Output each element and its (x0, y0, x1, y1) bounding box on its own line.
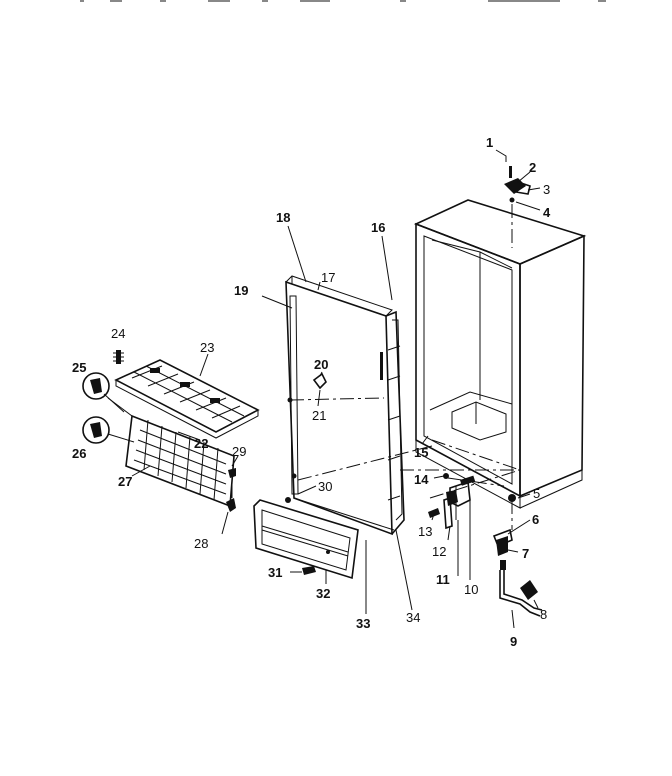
callout-25: 25 (72, 360, 86, 375)
kick-plate (253, 499, 359, 580)
callout-20: 20 (314, 357, 328, 372)
callout-19: 19 (234, 283, 248, 298)
callout-27: 27 (118, 474, 132, 489)
callout-6: 6 (532, 512, 539, 527)
callout-13: 13 (418, 524, 432, 539)
alignment-lines (289, 204, 521, 530)
callout-32: 32 (316, 586, 330, 601)
callout-33: 33 (356, 616, 370, 631)
screw-part-31 (290, 566, 316, 575)
callout-11: 11 (436, 572, 450, 587)
callout-26: 26 (72, 446, 86, 461)
callout-18: 18 (276, 210, 290, 225)
callout-9: 9 (510, 634, 517, 649)
callout-2: 2 (529, 160, 536, 175)
leader-lines (131, 149, 541, 629)
callout-1: 1 (486, 135, 493, 150)
callout-31: 31 (268, 565, 282, 580)
callout-23: 23 (200, 340, 214, 355)
callout-34: 34 (406, 610, 420, 625)
bulb-icon-25 (82, 372, 125, 413)
screw-part-24 (113, 350, 124, 364)
callout-4: 4 (543, 205, 551, 220)
door-assembly (285, 275, 405, 536)
callout-28: 28 (194, 536, 208, 551)
callout-labels: 1 2 3 4 5 6 7 8 9 10 11 12 13 14 15 16 1… (72, 135, 551, 649)
callout-17: 17 (321, 270, 335, 285)
callout-21: 21 (312, 408, 326, 423)
callout-7: 7 (522, 546, 529, 561)
bracket-part-28 (226, 468, 236, 512)
callout-14: 14 (414, 472, 429, 487)
callout-24: 24 (111, 326, 125, 341)
shelf-grille (114, 359, 260, 439)
callout-30: 30 (318, 479, 332, 494)
callout-22: 22 (194, 436, 208, 451)
callout-10: 10 (464, 582, 478, 597)
callout-3: 3 (543, 182, 550, 197)
callout-8: 8 (540, 607, 547, 622)
callout-15: 15 (414, 445, 428, 460)
callout-29: 29 (232, 444, 246, 459)
callout-16: 16 (371, 220, 385, 235)
callout-12: 12 (432, 544, 446, 559)
drain-parts (492, 494, 543, 617)
top-hinge-part (504, 166, 531, 203)
callout-5: 5 (533, 486, 540, 501)
bulb-icon-26 (82, 416, 135, 444)
cabinet-shell (413, 199, 587, 509)
